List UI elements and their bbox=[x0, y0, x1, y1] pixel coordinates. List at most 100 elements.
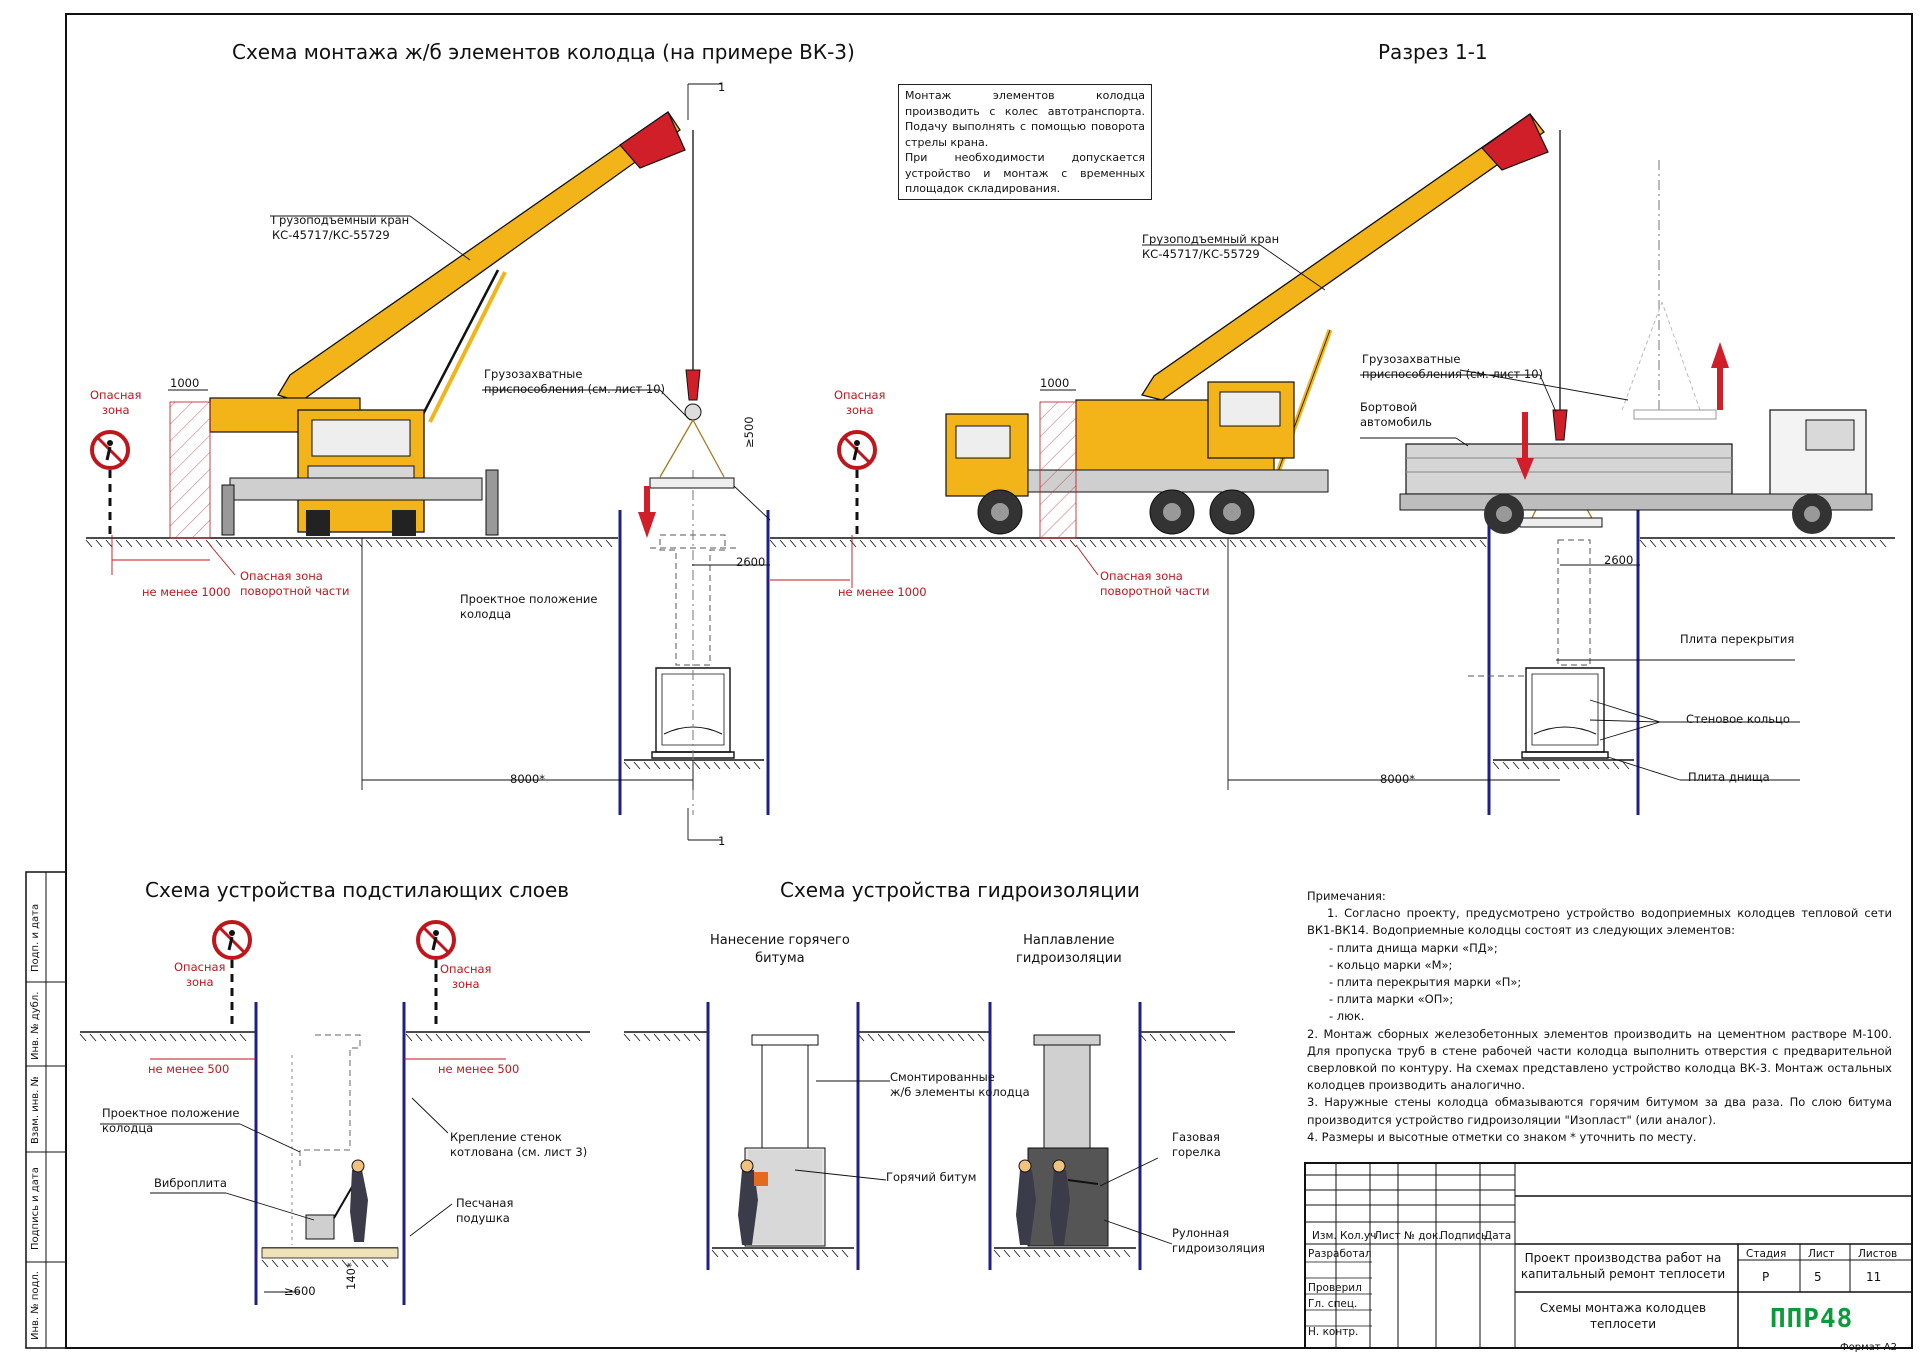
note-4: 4. Размеры и высотные отметки со знаком … bbox=[1307, 1129, 1697, 1144]
tb-row-normcontrol: Н. контр. bbox=[1308, 1326, 1359, 1338]
waterproof-left bbox=[706, 1002, 860, 1270]
tb-sheets-header: Листов bbox=[1858, 1248, 1898, 1260]
min-1000-label-2: не менее 1000 bbox=[838, 585, 927, 599]
tb-col-izm: Изм. bbox=[1312, 1230, 1337, 1242]
waterproof-title: Схема устройства гидроизоляции bbox=[780, 878, 1140, 902]
section-mark-bottom: 1 bbox=[718, 834, 726, 848]
title-block-grid bbox=[1304, 1162, 1913, 1349]
red-dimensions bbox=[111, 535, 1099, 588]
ground-hatching bbox=[79, 539, 1887, 1268]
tb-row-checked: Проверил bbox=[1308, 1282, 1362, 1294]
motion-arrows bbox=[638, 342, 1729, 538]
well-right bbox=[1521, 667, 1609, 759]
dim-140: 140* bbox=[344, 1262, 358, 1290]
danger-sign bbox=[90, 430, 130, 540]
dim-1000-2: 1000 bbox=[1040, 376, 1070, 390]
lower-leaders bbox=[100, 1080, 1173, 1293]
tb-row-chief: Гл. спец. bbox=[1308, 1298, 1358, 1310]
dim-1000-1: 1000 bbox=[170, 376, 200, 390]
tb-project-name: Проект производства работ на капитальный… bbox=[1520, 1251, 1726, 1281]
wall-ring-label: Стеновое кольцо bbox=[1686, 712, 1790, 726]
hot-bitumen-label: Горячий битум bbox=[886, 1170, 977, 1184]
danger-sign bbox=[416, 920, 456, 1030]
main-title: Схема монтажа ж/б элементов колодца (на … bbox=[232, 40, 855, 64]
tb-col-koluch: Кол.уч bbox=[1340, 1230, 1377, 1242]
ppr48-logo: ППР48 bbox=[1770, 1304, 1854, 1334]
slab-bottom-label: Плита днища bbox=[1688, 770, 1770, 784]
tb-sheet-value: 5 bbox=[1814, 1270, 1822, 1284]
well-right-design bbox=[1468, 539, 1591, 677]
tb-row-developed: Разработал bbox=[1308, 1248, 1372, 1260]
section-mark-top: 1 bbox=[718, 80, 726, 94]
min-1000-label-1: не менее 1000 bbox=[142, 585, 231, 599]
crane-1 bbox=[209, 111, 735, 536]
pit-left bbox=[618, 510, 1640, 815]
danger-sign bbox=[212, 920, 252, 1030]
underlay-pit bbox=[254, 1002, 406, 1305]
tb-col-sign: Подпись bbox=[1440, 1230, 1488, 1242]
tb-col-date: Дата bbox=[1484, 1230, 1512, 1242]
note-1: 1. Согласно проекту, предусмотрено устро… bbox=[1307, 906, 1892, 938]
dim-2600-2: 2600 bbox=[1604, 553, 1634, 567]
note-line-1: Монтаж элементов колодца производить с к… bbox=[905, 89, 1145, 149]
well-left bbox=[651, 667, 735, 759]
dim-500: ≥500 bbox=[742, 416, 756, 448]
min-500-label-1: не менее 500 bbox=[148, 1062, 230, 1076]
danger-signs bbox=[90, 430, 877, 1030]
note-3: 3. Наружные стены колодца обмазываются г… bbox=[1307, 1095, 1892, 1127]
dim-2600-1: 2600 bbox=[736, 555, 766, 569]
waterproof-right bbox=[988, 1002, 1142, 1270]
note-1a: - плита днища марки «ПД»; bbox=[1329, 940, 1498, 955]
side-stamp-replace-inv: Взам. инв. № bbox=[30, 1076, 41, 1144]
dim-600: ≥600 bbox=[284, 1284, 316, 1298]
side-stamp-sign: Подп. и дата bbox=[30, 903, 41, 972]
general-notes: Примечания: 1. Согласно проекту, предусм… bbox=[1307, 888, 1892, 1146]
dashed-cranelines bbox=[692, 160, 1660, 815]
well-left-design bbox=[650, 534, 736, 666]
note-1d: - плита марки «ОП»; bbox=[1329, 992, 1454, 1007]
dim-8000-2: 8000* bbox=[1380, 772, 1416, 786]
slab-top-label: Плита перекрытия bbox=[1680, 632, 1795, 646]
flatbed-truck bbox=[1399, 301, 1873, 534]
vibroplate-label: Виброплита bbox=[154, 1176, 227, 1190]
dimension-lines bbox=[168, 83, 1800, 841]
min-500-label-2: не менее 500 bbox=[438, 1062, 520, 1076]
note-1c: - плита перекрытия марки «П»; bbox=[1329, 975, 1522, 990]
section-title: Разрез 1-1 bbox=[1378, 40, 1488, 64]
side-stamp-inv-dup: Инв. № дубл. bbox=[30, 991, 41, 1060]
ground-lines bbox=[80, 537, 1895, 1033]
layers-title: Схема устройства подстилающих слоев bbox=[145, 878, 570, 902]
tb-sheets-value: 11 bbox=[1866, 1270, 1882, 1284]
side-stamp-sign-date: Подпись и дата bbox=[30, 1167, 41, 1250]
sheet-format: Формат А2 bbox=[1840, 1342, 1897, 1353]
side-stamp-inv-orig: Инв. № подл. bbox=[30, 1271, 41, 1340]
note-1e: - люк. bbox=[1329, 1009, 1365, 1024]
tb-col-doc: № док. bbox=[1404, 1230, 1442, 1242]
danger-sign bbox=[837, 430, 877, 540]
sheet-frame bbox=[25, 13, 1913, 1349]
tb-stage-header: Стадия bbox=[1746, 1248, 1787, 1260]
danger-zones bbox=[169, 401, 1077, 539]
tb-col-list: Лист bbox=[1374, 1230, 1401, 1242]
note-1b: - кольцо марки «М»; bbox=[1329, 957, 1453, 972]
tb-sheet-title: Схемы монтажа колодцев теплосети bbox=[1539, 1301, 1707, 1331]
note-2: 2. Монтаж сборных железобетонных элемент… bbox=[1307, 1026, 1892, 1093]
